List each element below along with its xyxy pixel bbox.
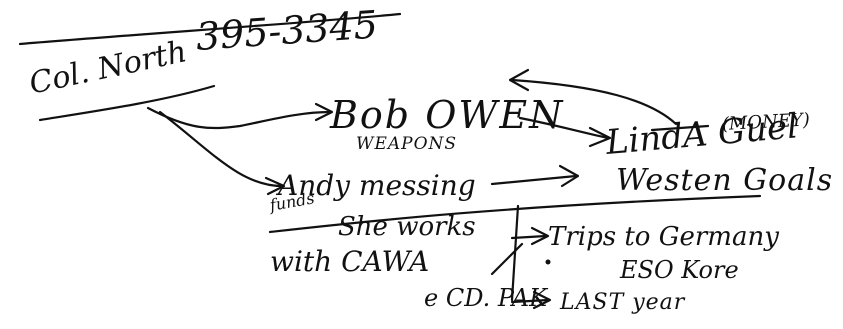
ecd-to-last (510, 298, 550, 304)
weapons: WEAPONS (356, 134, 458, 154)
western-goals: Westen Goals (616, 163, 834, 198)
cawa-divider (510, 204, 520, 302)
branch-to-andy (158, 110, 284, 188)
andy-underline (268, 194, 762, 234)
linda-underline (650, 124, 710, 132)
last-year: LAST year (560, 290, 686, 315)
cawa-slash (490, 242, 524, 276)
she-works: She works (338, 212, 476, 242)
ink-dot (545, 259, 551, 265)
bob-owen: Bob OWEN (330, 93, 565, 137)
linda-to-bob (510, 78, 678, 126)
arrowhead-trips (530, 226, 550, 246)
eso-kore: ESO Kore (620, 256, 739, 284)
arrowhead-western (558, 164, 580, 188)
arrowhead-andy (264, 176, 286, 196)
arrowhead-back (508, 68, 530, 92)
andy-messing: Andy messing (278, 169, 476, 202)
arrowhead-linda (588, 126, 612, 148)
she-to-trips (510, 234, 548, 240)
branch-to-bob (146, 106, 332, 130)
col-north-underline (38, 84, 216, 122)
bob-to-linda (518, 116, 610, 140)
andy-to-western (490, 174, 578, 186)
top-rule (18, 12, 402, 46)
with-cawa: with CAWA (270, 245, 430, 278)
arrowhead-last (532, 290, 552, 310)
ecd-pak: e CD. PAK (424, 284, 548, 312)
arrowhead-bob (314, 102, 334, 122)
trips-germany: Trips to Germany (548, 222, 779, 252)
